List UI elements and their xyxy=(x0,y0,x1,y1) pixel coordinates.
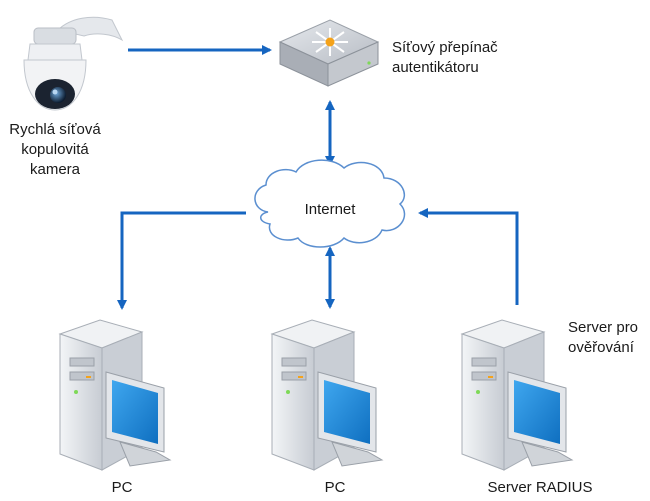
camera-label: Rychlá síťová kopulovitá kamera xyxy=(0,120,110,180)
radius-server-note-line: Server pro xyxy=(568,319,639,336)
radius-server-label: Server RADIUS xyxy=(487,479,593,496)
connector-internet-pc-left xyxy=(117,211,246,310)
camera-label-line: kamera xyxy=(29,161,81,178)
radius-server-note-line: ověřování xyxy=(568,339,634,356)
pc-left-label: PC xyxy=(111,479,133,496)
ptz-dome-camera-icon xyxy=(23,16,124,111)
switch-label-line: Síťový přepínač xyxy=(392,39,498,56)
cloud-icon xyxy=(254,159,406,248)
desktop-computer-icon xyxy=(270,319,384,471)
camera-label-line: kopulovitá xyxy=(21,141,89,158)
switch-label: Síťový přepínač autentikátoru xyxy=(392,38,498,78)
connector-server-internet xyxy=(418,208,519,305)
desktop-computer-icon xyxy=(460,319,574,471)
radius-server-note: Server pro ověřování xyxy=(568,318,638,358)
desktop-computer-icon xyxy=(58,319,172,471)
pc-center-label: PC xyxy=(324,479,346,496)
network-switch-icon xyxy=(278,19,380,87)
connectors xyxy=(117,45,519,310)
switch-label-line: autentikátoru xyxy=(392,59,479,76)
internet-label: Internet xyxy=(304,201,356,218)
camera-label-line: Rychlá síťová xyxy=(9,121,101,138)
